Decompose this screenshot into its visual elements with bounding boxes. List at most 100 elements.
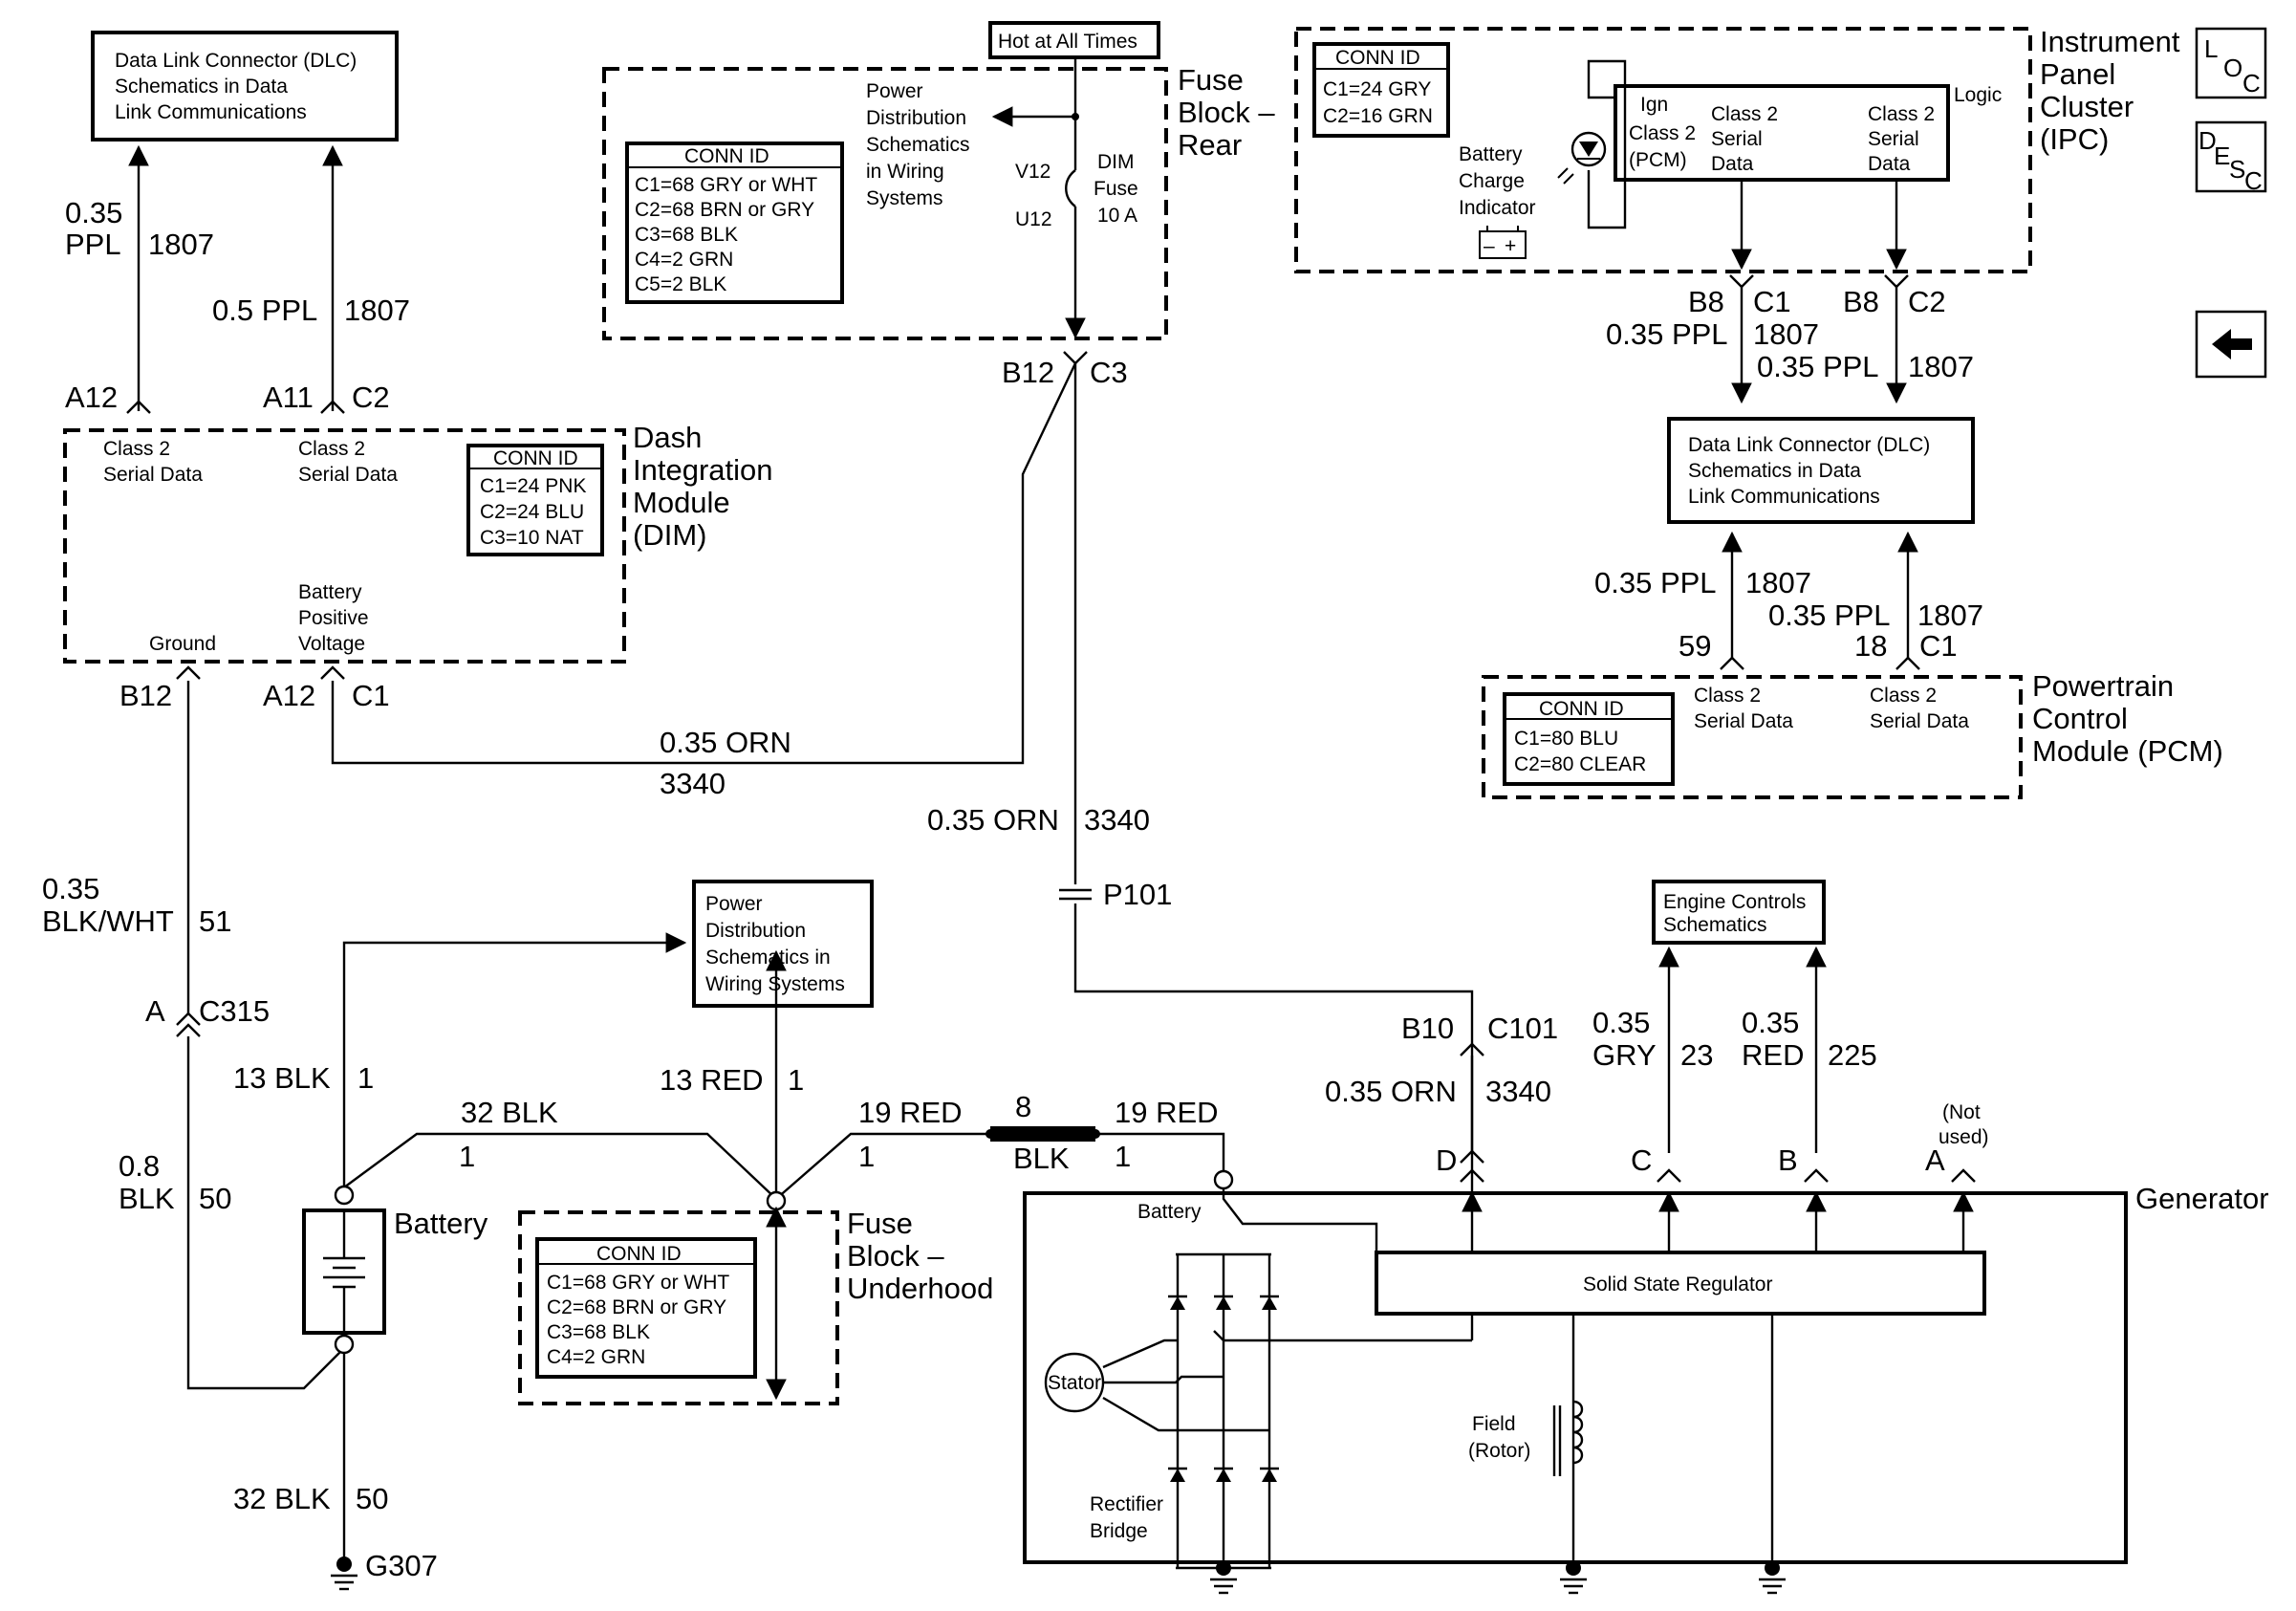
svg-text:Data: Data	[1868, 153, 1911, 175]
svg-text:C: C	[1631, 1143, 1652, 1177]
svg-text:A12: A12	[65, 381, 118, 414]
svg-text:(IPC): (IPC)	[2040, 122, 2109, 156]
svg-text:Bridge: Bridge	[1090, 1520, 1148, 1542]
svg-text:Distribution: Distribution	[866, 107, 966, 129]
svg-text:BLK: BLK	[119, 1182, 175, 1215]
ground-circuit: 0.35 BLK/WHT 51 A C315 0.8 BLK 50 32 BLK…	[42, 681, 438, 1591]
svg-text:DIM: DIM	[1097, 151, 1135, 173]
svg-text:Module: Module	[633, 486, 730, 519]
generator[interactable]: B10 C101 0.35 ORN 3340 0.35 GRY 23 0.35 …	[1023, 946, 2269, 1595]
svg-text:(Not: (Not	[1942, 1101, 1981, 1123]
svg-text:Wiring Systems: Wiring Systems	[705, 973, 845, 995]
svg-text:C2=16 GRN: C2=16 GRN	[1323, 105, 1433, 127]
svg-text:B: B	[1778, 1143, 1798, 1177]
svg-text:Serial Data: Serial Data	[103, 464, 203, 486]
svg-text:–: –	[1484, 235, 1495, 257]
svg-text:Underhood: Underhood	[847, 1272, 993, 1305]
fuse-block-rear[interactable]: Hot at All Times Power Distribution Sche…	[602, 21, 1275, 389]
svg-text:Serial: Serial	[1711, 128, 1763, 150]
location-button[interactable]: L O C	[2195, 27, 2267, 99]
svg-text:1807: 1807	[1908, 350, 1974, 383]
svg-text:50: 50	[356, 1482, 388, 1515]
svg-text:PPL: PPL	[65, 228, 121, 261]
svg-text:Serial Data: Serial Data	[1870, 710, 1969, 732]
svg-text:10 A: 10 A	[1097, 205, 1137, 227]
svg-text:C1: C1	[352, 679, 390, 712]
svg-text:U12: U12	[1015, 208, 1052, 230]
svg-text:C2: C2	[1908, 285, 1946, 318]
svg-text:Class 2: Class 2	[103, 438, 170, 460]
svg-text:in Wiring: in Wiring	[866, 161, 944, 183]
right-dlc-reference-box[interactable]: Data Link Connector (DLC) Schematics in …	[1667, 417, 1975, 524]
svg-text:Generator: Generator	[2135, 1182, 2269, 1215]
svg-text:32 BLK: 32 BLK	[233, 1482, 331, 1515]
svg-text:0.35 PPL: 0.35 PPL	[1594, 566, 1717, 599]
dim-module[interactable]: A12 A11 C2 Class 2 Serial Data Class 2 S…	[63, 381, 773, 712]
svg-text:0.35: 0.35	[65, 196, 122, 229]
svg-text:225: 225	[1828, 1038, 1877, 1072]
svg-text:Schematics in Data: Schematics in Data	[115, 76, 288, 98]
svg-text:Cluster: Cluster	[2040, 90, 2134, 123]
svg-text:Distribution: Distribution	[705, 920, 806, 942]
svg-text:Systems: Systems	[866, 187, 943, 209]
svg-text:0.35 ORN: 0.35 ORN	[660, 726, 791, 759]
svg-text:Class 2: Class 2	[298, 438, 365, 460]
svg-text:0.35: 0.35	[1592, 1006, 1650, 1039]
svg-text:Battery: Battery	[1459, 143, 1523, 165]
svg-text:G307: G307	[365, 1549, 438, 1582]
instrument-panel-cluster[interactable]: Instrument Panel Cluster (IPC) CONN ID C…	[1294, 25, 2180, 404]
fuse-block-underhood[interactable]: CONN ID C1=68 GRY or WHT C2=68 BRN or GR…	[518, 1190, 993, 1405]
powertrain-control-module[interactable]: 0.35 PPL 1807 0.35 PPL 1807 59 18 C1 CON…	[1482, 531, 2223, 799]
svg-text:0.35 ORN: 0.35 ORN	[927, 803, 1059, 837]
svg-text:Engine Controls: Engine Controls	[1663, 891, 1806, 913]
svg-text:3340: 3340	[660, 767, 726, 800]
svg-text:RED: RED	[1742, 1038, 1804, 1072]
description-button[interactable]: D E S C	[2195, 120, 2267, 195]
svg-text:0.35: 0.35	[1742, 1006, 1799, 1039]
svg-text:Control: Control	[2032, 702, 2128, 735]
svg-text:C1=24 PNK: C1=24 PNK	[480, 475, 586, 497]
svg-text:C2=80 CLEAR: C2=80 CLEAR	[1514, 753, 1646, 775]
svg-text:C3=68 BLK: C3=68 BLK	[635, 224, 738, 246]
svg-text:0.35: 0.35	[42, 872, 99, 905]
svg-text:CONN ID: CONN ID	[684, 145, 769, 167]
svg-text:(Rotor): (Rotor)	[1468, 1440, 1530, 1462]
svg-text:+: +	[1505, 235, 1516, 257]
svg-text:Class 2: Class 2	[1870, 685, 1937, 707]
svg-text:Battery: Battery	[298, 581, 362, 603]
svg-text:Schematics in: Schematics in	[705, 947, 831, 969]
back-arrow-button[interactable]	[2195, 310, 2267, 379]
svg-text:Dash: Dash	[633, 421, 702, 454]
svg-text:13 RED: 13 RED	[660, 1063, 764, 1097]
svg-text:C2=68 BRN or GRY: C2=68 BRN or GRY	[547, 1296, 726, 1318]
svg-text:A: A	[1925, 1143, 1945, 1177]
battery[interactable]: Battery	[302, 1185, 488, 1355]
svg-text:3340: 3340	[1084, 803, 1150, 837]
svg-text:Battery: Battery	[394, 1207, 488, 1240]
svg-text:1807: 1807	[1917, 599, 1983, 632]
svg-text:Ground: Ground	[149, 633, 216, 655]
top-dlc-reference-box[interactable]: Data Link Connector (DLC) Schematics in …	[91, 31, 399, 142]
svg-text:Fuse: Fuse	[1094, 178, 1138, 200]
svg-text:C101: C101	[1487, 1012, 1558, 1045]
svg-text:0.35 PPL: 0.35 PPL	[1606, 317, 1728, 351]
svg-text:59: 59	[1679, 629, 1711, 663]
svg-text:Battery: Battery	[1137, 1201, 1202, 1223]
svg-text:A11: A11	[263, 381, 314, 414]
engine-controls-reference-box[interactable]: Engine Controls Schematics	[1652, 880, 1826, 945]
svg-text:C1: C1	[1919, 629, 1958, 663]
svg-text:used): used)	[1939, 1126, 1989, 1148]
svg-text:BLK/WHT: BLK/WHT	[42, 904, 174, 938]
svg-text:Field: Field	[1472, 1413, 1516, 1435]
svg-text:C3=68 BLK: C3=68 BLK	[547, 1321, 650, 1343]
power-distribution-reference-box[interactable]: Power Distribution Schematics in Wiring …	[692, 880, 874, 1008]
svg-text:1: 1	[858, 1140, 875, 1173]
svg-text:GRY: GRY	[1592, 1038, 1657, 1072]
svg-text:L: L	[2204, 34, 2218, 63]
svg-text:C1=24 GRY: C1=24 GRY	[1323, 78, 1431, 100]
svg-text:Power: Power	[705, 893, 763, 915]
svg-text:C: C	[2244, 166, 2263, 195]
svg-text:1: 1	[357, 1061, 374, 1095]
svg-text:Fuse: Fuse	[1178, 63, 1244, 97]
